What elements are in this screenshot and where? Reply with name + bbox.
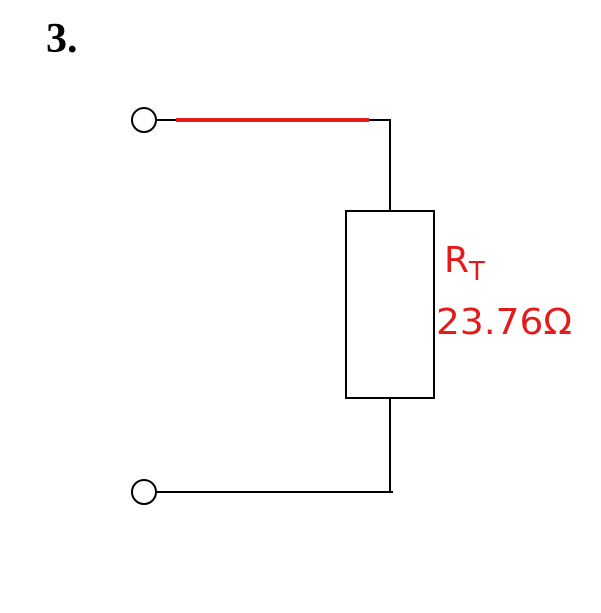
top-terminal <box>131 107 157 133</box>
problem-number: 3. <box>46 16 78 62</box>
resistor-symbol-label: RT <box>444 240 485 287</box>
resistor-symbol-main: R <box>444 240 469 281</box>
resistor-value-label: 23.76Ω <box>436 302 572 343</box>
bottom-terminal <box>131 479 157 505</box>
resistor-body <box>345 210 435 399</box>
resistor-symbol-sub: T <box>468 257 485 287</box>
